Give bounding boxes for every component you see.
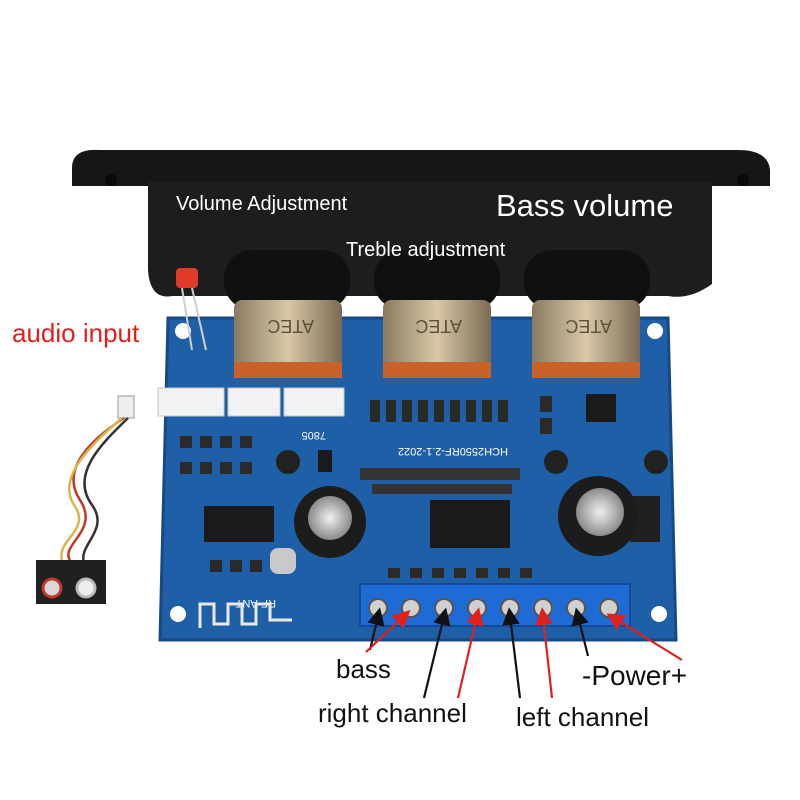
mount-hole — [170, 606, 186, 622]
power-negative-arrow — [571, 607, 590, 657]
terminal-screw — [368, 598, 388, 618]
terminal-screw — [467, 598, 487, 618]
antenna-trace — [198, 602, 292, 628]
connectors — [157, 387, 345, 417]
terminal-screw — [500, 598, 520, 618]
bass-arrow — [367, 607, 385, 651]
knob-sockets — [224, 250, 650, 310]
audio-input-label: audio input — [12, 318, 140, 348]
bass-red-arrow — [365, 609, 411, 653]
rca-left-socket — [41, 577, 63, 599]
left-channel-label: left channel — [516, 702, 649, 732]
pcb-model-text: HCH2550RF-2.1-2022 — [398, 445, 508, 457]
capacitors — [270, 450, 668, 574]
smd-components — [180, 396, 552, 578]
potentiometer-volume — [234, 300, 342, 378]
regulator-label-text: 7805 — [302, 429, 326, 441]
bass-volume-label: Bass volume — [496, 188, 674, 223]
right-channel-label: right channel — [318, 698, 467, 728]
terminal-screw — [533, 598, 553, 618]
pot-brand-text: ATEC — [565, 316, 612, 336]
power-label: -Power+ — [582, 660, 688, 691]
left-channel-red-arrow — [535, 607, 554, 699]
treble-adjustment-label: Treble adjustment — [346, 239, 506, 261]
audio-input-cable — [36, 395, 135, 604]
terminal-arrows — [365, 607, 683, 699]
mount-hole — [651, 606, 667, 622]
left-channel-black-arrow — [502, 607, 522, 699]
pot-brand-text: ATEC — [415, 316, 462, 336]
power-positive-arrow — [606, 613, 683, 661]
pot-brand-text: ATEC — [267, 316, 314, 336]
terminal-screw — [599, 598, 619, 618]
rca-right-socket — [75, 577, 97, 599]
mount-hole — [175, 323, 191, 339]
mount-hole — [647, 323, 663, 339]
terminal-screw — [566, 598, 586, 618]
right-channel-red-arrow — [456, 607, 484, 699]
panel-screw-hole — [737, 174, 749, 186]
pcb-markings: HCH2550RF-2.1-2022 RF-ANT 7805 ATEC ATEC… — [235, 316, 612, 609]
potentiometer-treble — [383, 300, 491, 378]
terminal-screw — [434, 598, 454, 618]
right-channel-black-arrow — [422, 607, 451, 699]
led-indicator — [176, 268, 207, 351]
bass-label: bass — [336, 654, 391, 684]
terminal-screw — [401, 598, 421, 618]
volume-adjustment-label: Volume Adjustment — [176, 193, 348, 215]
potentiometer-bass — [532, 300, 640, 378]
panel-screw-hole — [105, 174, 117, 186]
ic-chips — [204, 394, 660, 548]
